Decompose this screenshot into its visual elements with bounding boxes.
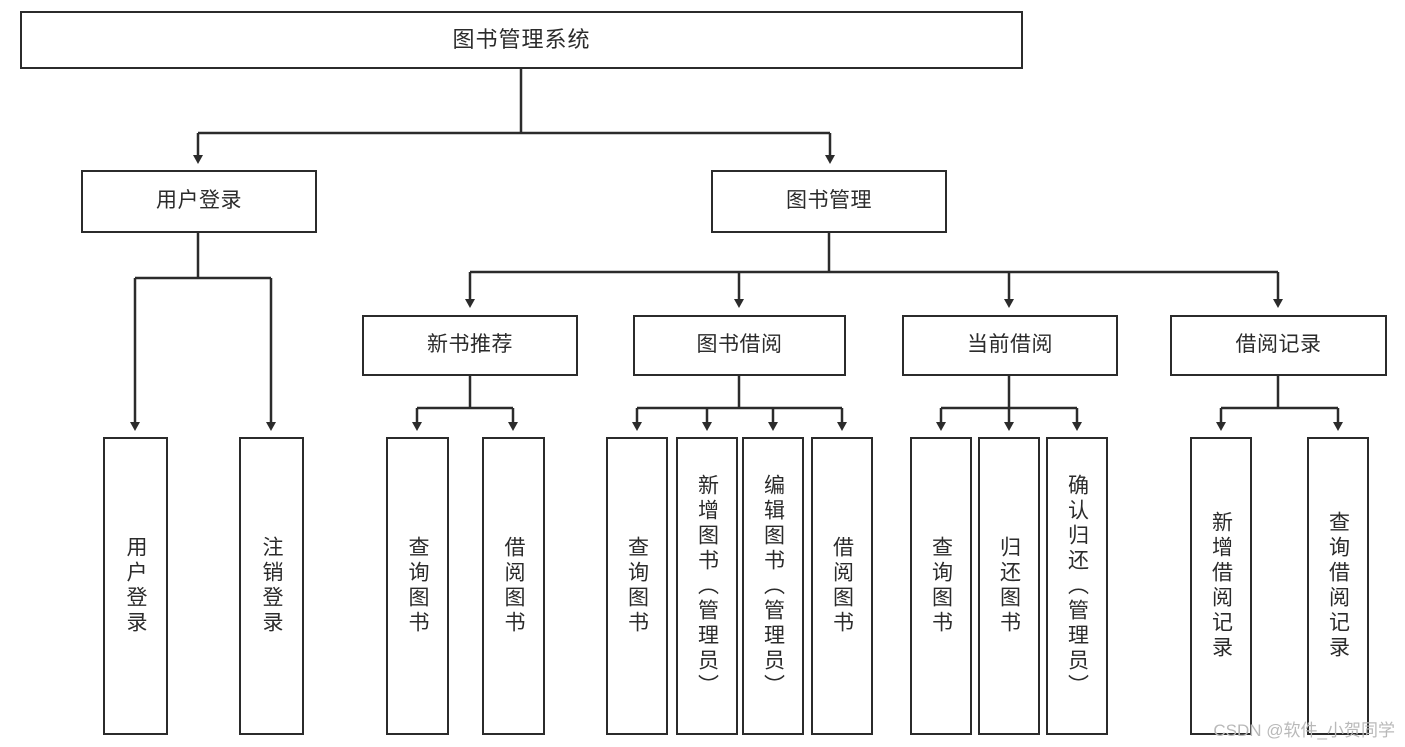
node-leaf-query-book-1[interactable]: 查询图书 xyxy=(386,437,449,735)
node-leaf-borrow-book-2[interactable]: 借阅图书 xyxy=(811,437,873,735)
node-leaf-confirm-return[interactable]: 确认归还（管理员） xyxy=(1046,437,1108,735)
node-leaf-add-book-label: 新增图书（管理员） xyxy=(695,473,719,699)
node-book-management[interactable]: 图书管理 xyxy=(711,170,947,233)
node-leaf-borrow-book-1[interactable]: 借阅图书 xyxy=(482,437,545,735)
node-leaf-logout-label: 注销登录 xyxy=(260,536,283,636)
node-leaf-query-book-2-label: 查询图书 xyxy=(625,536,649,636)
node-leaf-logout[interactable]: 注销登录 xyxy=(239,437,304,735)
node-leaf-query-record-label: 查询借阅记录 xyxy=(1326,511,1350,661)
node-leaf-user-login-label: 用户登录 xyxy=(124,536,147,636)
node-new-book-recommend[interactable]: 新书推荐 xyxy=(362,315,578,376)
node-borrow-record-label: 借阅记录 xyxy=(1235,333,1322,357)
node-leaf-user-login[interactable]: 用户登录 xyxy=(103,437,168,735)
node-leaf-query-book-1-label: 查询图书 xyxy=(406,536,429,636)
node-leaf-borrow-book-1-label: 借阅图书 xyxy=(502,536,525,636)
node-current-borrow-label: 当前借阅 xyxy=(967,333,1053,357)
node-book-borrow[interactable]: 图书借阅 xyxy=(633,315,846,376)
node-current-borrow[interactable]: 当前借阅 xyxy=(902,315,1118,376)
node-leaf-add-record-label: 新增借阅记录 xyxy=(1209,511,1233,661)
node-book-management-label: 图书管理 xyxy=(786,189,872,213)
node-user-login[interactable]: 用户登录 xyxy=(81,170,317,233)
node-leaf-query-book-2[interactable]: 查询图书 xyxy=(606,437,668,735)
node-leaf-add-book[interactable]: 新增图书（管理员） xyxy=(676,437,738,735)
node-borrow-record[interactable]: 借阅记录 xyxy=(1170,315,1387,376)
node-leaf-add-record[interactable]: 新增借阅记录 xyxy=(1190,437,1252,735)
node-leaf-borrow-book-2-label: 借阅图书 xyxy=(830,536,854,636)
watermark-text: CSDN @软件_小贺同学 xyxy=(1213,721,1395,740)
node-leaf-query-book-3[interactable]: 查询图书 xyxy=(910,437,972,735)
node-leaf-edit-book-label: 编辑图书（管理员） xyxy=(761,473,785,699)
node-root-label: 图书管理系统 xyxy=(452,27,591,53)
node-leaf-query-book-3-label: 查询图书 xyxy=(929,536,953,636)
node-leaf-edit-book[interactable]: 编辑图书（管理员） xyxy=(742,437,804,735)
node-leaf-query-record[interactable]: 查询借阅记录 xyxy=(1307,437,1369,735)
node-leaf-return-book-label: 归还图书 xyxy=(997,536,1021,636)
node-book-borrow-label: 图书借阅 xyxy=(696,333,783,357)
node-user-login-label: 用户登录 xyxy=(156,189,242,213)
node-new-book-recommend-label: 新书推荐 xyxy=(427,333,513,357)
node-root[interactable]: 图书管理系统 xyxy=(20,11,1023,69)
node-leaf-confirm-return-label: 确认归还（管理员） xyxy=(1065,473,1089,699)
node-leaf-return-book[interactable]: 归还图书 xyxy=(978,437,1040,735)
